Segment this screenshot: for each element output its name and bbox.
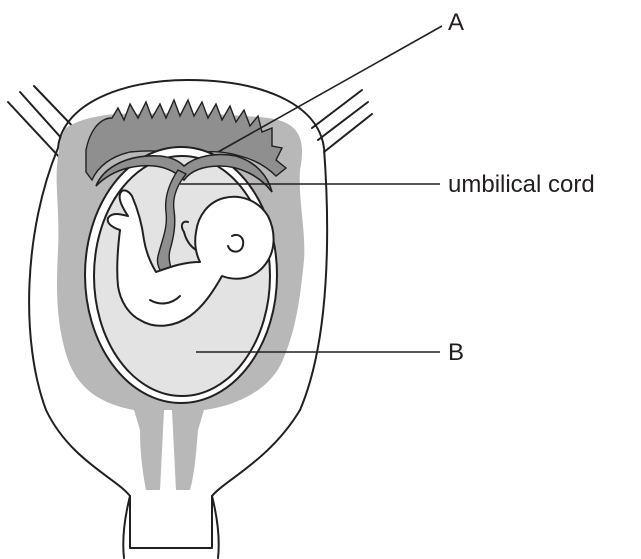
cervix <box>123 496 130 558</box>
label-b: B <box>448 339 464 366</box>
leader-line-a <box>218 26 442 152</box>
label-a: A <box>448 9 464 36</box>
fallopian-tube-right <box>312 90 372 152</box>
label-umbilical-cord: umbilical cord <box>448 171 595 198</box>
